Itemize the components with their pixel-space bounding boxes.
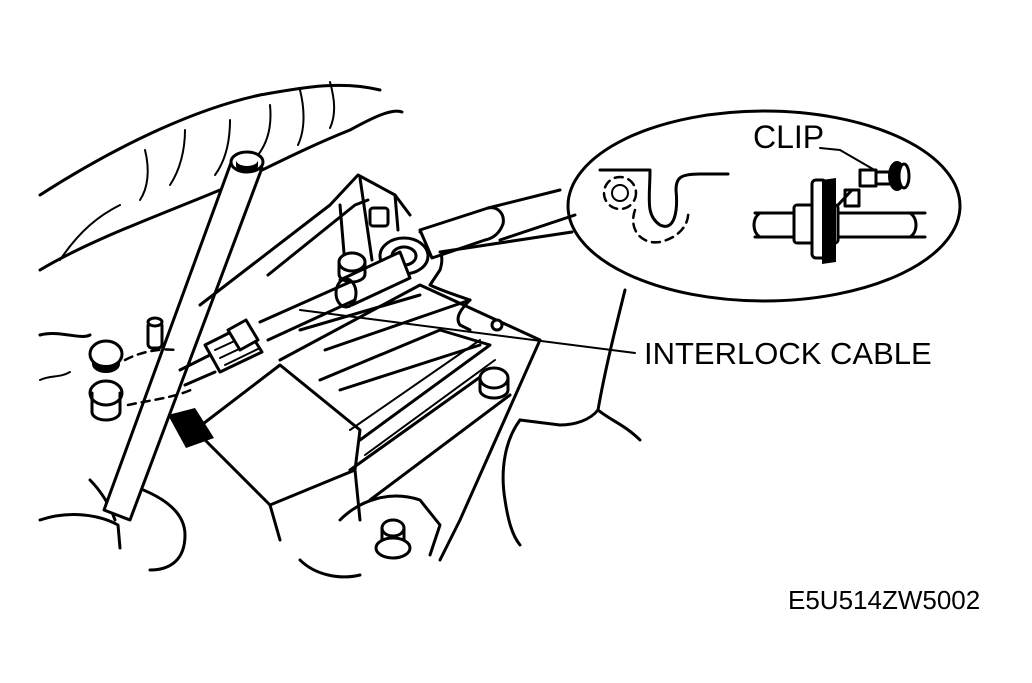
shifter-plate (278, 283, 542, 562)
floor-tunnel-outline (38, 81, 404, 272)
clip-detail-callout (438, 109, 962, 303)
interlock-cable-leader-line (299, 309, 636, 354)
bolt-left-1 (88, 339, 124, 373)
interlock-cable-label: INTERLOCK CABLE (644, 336, 932, 371)
clip-profile-detail (598, 168, 730, 244)
bolt-left-2 (88, 379, 124, 422)
left-floor-outline (38, 332, 187, 572)
clip-label: CLIP (753, 119, 824, 155)
cable-adjuster (178, 318, 264, 387)
figure-code: E5U514ZW5002 (788, 585, 980, 615)
bolt-plate-right (478, 366, 510, 400)
right-floor-outline (501, 288, 642, 547)
clip-part (874, 161, 911, 191)
floor-pan-lower (298, 494, 442, 579)
clip-cable-detail (752, 168, 927, 264)
cable-upper (418, 188, 577, 260)
lever-base-block (168, 363, 362, 542)
bolt-bottom (374, 518, 412, 560)
hidden-cable-dashed (126, 386, 197, 407)
shift-rod (102, 150, 265, 522)
cable-sleeve (258, 250, 412, 342)
clip-leader-line (819, 147, 879, 173)
bolt-plate-center (337, 251, 367, 284)
hidden-bracket-dashed (123, 348, 177, 362)
stud-left (146, 316, 164, 350)
